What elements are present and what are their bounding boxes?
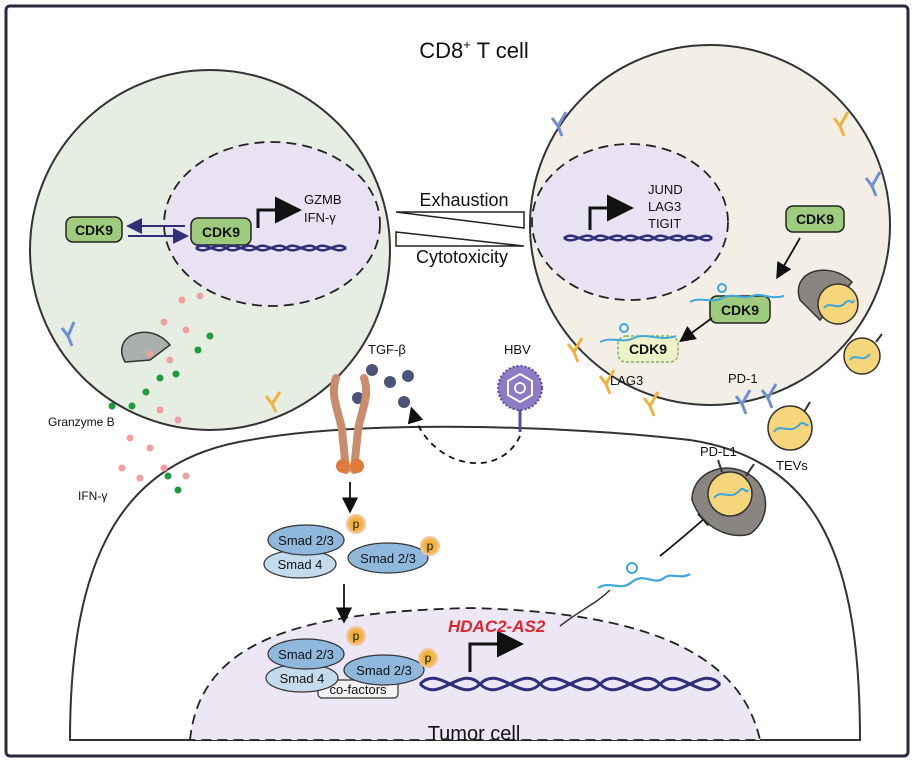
tev-2-rna xyxy=(773,421,809,433)
tev-budding-pdl1-b xyxy=(717,459,723,473)
hbv-virus-icon xyxy=(497,365,543,432)
tev-1 xyxy=(843,337,881,375)
smad4-nuc-label: Smad 4 xyxy=(280,671,325,686)
phospho-cyto-a-label: p xyxy=(353,517,360,531)
right-receptor-icons xyxy=(550,111,882,417)
rna-on-degraded xyxy=(599,335,677,343)
cdk9-cytoplasm-label: CDK9 xyxy=(75,222,113,238)
right-dna-helix xyxy=(563,234,713,242)
tev-budding-rna xyxy=(713,487,749,499)
right-nucleus xyxy=(531,143,729,301)
left-promoter-arrow xyxy=(256,196,302,228)
phospho-nuc-b xyxy=(418,648,438,668)
tumor-dna-helix xyxy=(418,676,722,692)
gene-ifng: IFN-γ xyxy=(304,210,336,225)
tev-internalized-rna xyxy=(823,299,855,309)
rna-on-cdk9 xyxy=(689,293,785,303)
cdk9-nucleus-label: CDK9 xyxy=(202,224,240,240)
phospho-cyto-a xyxy=(346,514,366,534)
tumor-nucleus xyxy=(189,607,762,741)
tev-internalized xyxy=(817,283,859,325)
lncrna-transcript xyxy=(597,573,691,589)
lncrna-loop xyxy=(626,562,638,574)
cofactors-label: co-factors xyxy=(329,682,387,697)
phospho-nuc-a-label: p xyxy=(353,629,360,643)
smad23-nuc-b-label: Smad 2/3 xyxy=(356,663,412,678)
lag3-label: LAG3 xyxy=(610,373,643,388)
gene-lag3: LAG3 xyxy=(648,199,681,214)
smad23-nuc-a xyxy=(267,638,345,670)
rna-loop-degraded xyxy=(619,323,629,333)
smad4-cyto-label: Smad 4 xyxy=(278,557,323,572)
tevs-label: TEVs xyxy=(776,458,808,473)
hbv-induces-tgf-arrow xyxy=(407,406,521,465)
tumor-promoter-arrow xyxy=(468,630,524,672)
cdk9-free-badge xyxy=(785,205,845,233)
left-nucleus xyxy=(163,141,381,307)
cdk9-cytoplasm-badge xyxy=(65,216,123,243)
arrow-to-degraded xyxy=(679,317,713,343)
cytotoxicity-label: Cytotoxicity xyxy=(416,247,508,267)
tev-budding-pdl1-a xyxy=(745,463,755,477)
phospho-nuc-b-label: p xyxy=(425,651,432,665)
cd8-title: CD8+ T cell xyxy=(419,37,529,63)
pd1-label: PD-1 xyxy=(728,371,758,386)
smad23-cyto-b xyxy=(347,542,429,574)
smad23-cyto-a-label: Smad 2/3 xyxy=(278,533,334,548)
tev-1-rna xyxy=(849,353,871,361)
arrow-cdk9-to-bound xyxy=(776,237,801,280)
pdl1-label: PD-L1 xyxy=(700,444,737,459)
gene-gzmb: GZMB xyxy=(304,192,342,207)
tev-1-pdl1 xyxy=(875,333,883,343)
exhaustion-wedge xyxy=(395,211,525,229)
tgf-label: TGF-β xyxy=(368,342,406,357)
phospho-cyto-b-label: p xyxy=(427,539,434,553)
cdk9-free-label: CDK9 xyxy=(796,211,834,227)
phospho-cyto-b xyxy=(420,536,440,556)
gene-tigit: TIGIT xyxy=(648,216,681,231)
tev-budding xyxy=(707,471,753,517)
smad23-cyto-a xyxy=(267,524,345,556)
granzyme-label: Granzyme B xyxy=(48,415,115,429)
left-synapse-pocket xyxy=(121,331,172,363)
ifn-dots xyxy=(118,292,204,482)
smad23-nuc-a-label: Smad 2/3 xyxy=(278,647,334,662)
left-receptor-icon xyxy=(60,321,76,347)
smad23-cyto-b-label: Smad 2/3 xyxy=(360,551,416,566)
gene-jund: JUND xyxy=(648,182,683,197)
lncrna-export-line xyxy=(559,589,611,627)
left-dna-helix xyxy=(195,244,347,252)
tev-2-pdl1 xyxy=(803,401,811,413)
cdk9-bound-label: CDK9 xyxy=(721,302,759,318)
ifn-label: IFN-γ xyxy=(78,489,107,503)
cdk9-degraded-label: CDK9 xyxy=(629,341,667,357)
tgf-ligand-dots xyxy=(352,364,414,408)
granzyme-dots xyxy=(108,332,214,494)
right-promoter-arrow xyxy=(588,194,634,230)
tev-2 xyxy=(767,405,813,451)
smad23-nuc-b xyxy=(343,654,425,686)
exhaustion-label: Exhaustion xyxy=(419,190,508,210)
hbv-label: HBV xyxy=(504,342,531,357)
tgf-receptor xyxy=(329,374,371,474)
phospho-nuc-a xyxy=(346,626,366,646)
left-lag3-icon xyxy=(264,391,282,413)
cytotoxicity-wedge xyxy=(395,231,525,247)
tumor-cell-title: Tumor cell xyxy=(428,723,521,745)
rna-loop-cdk9 xyxy=(717,283,727,293)
lncrna-label: HDAC2-AS2 xyxy=(448,617,546,636)
